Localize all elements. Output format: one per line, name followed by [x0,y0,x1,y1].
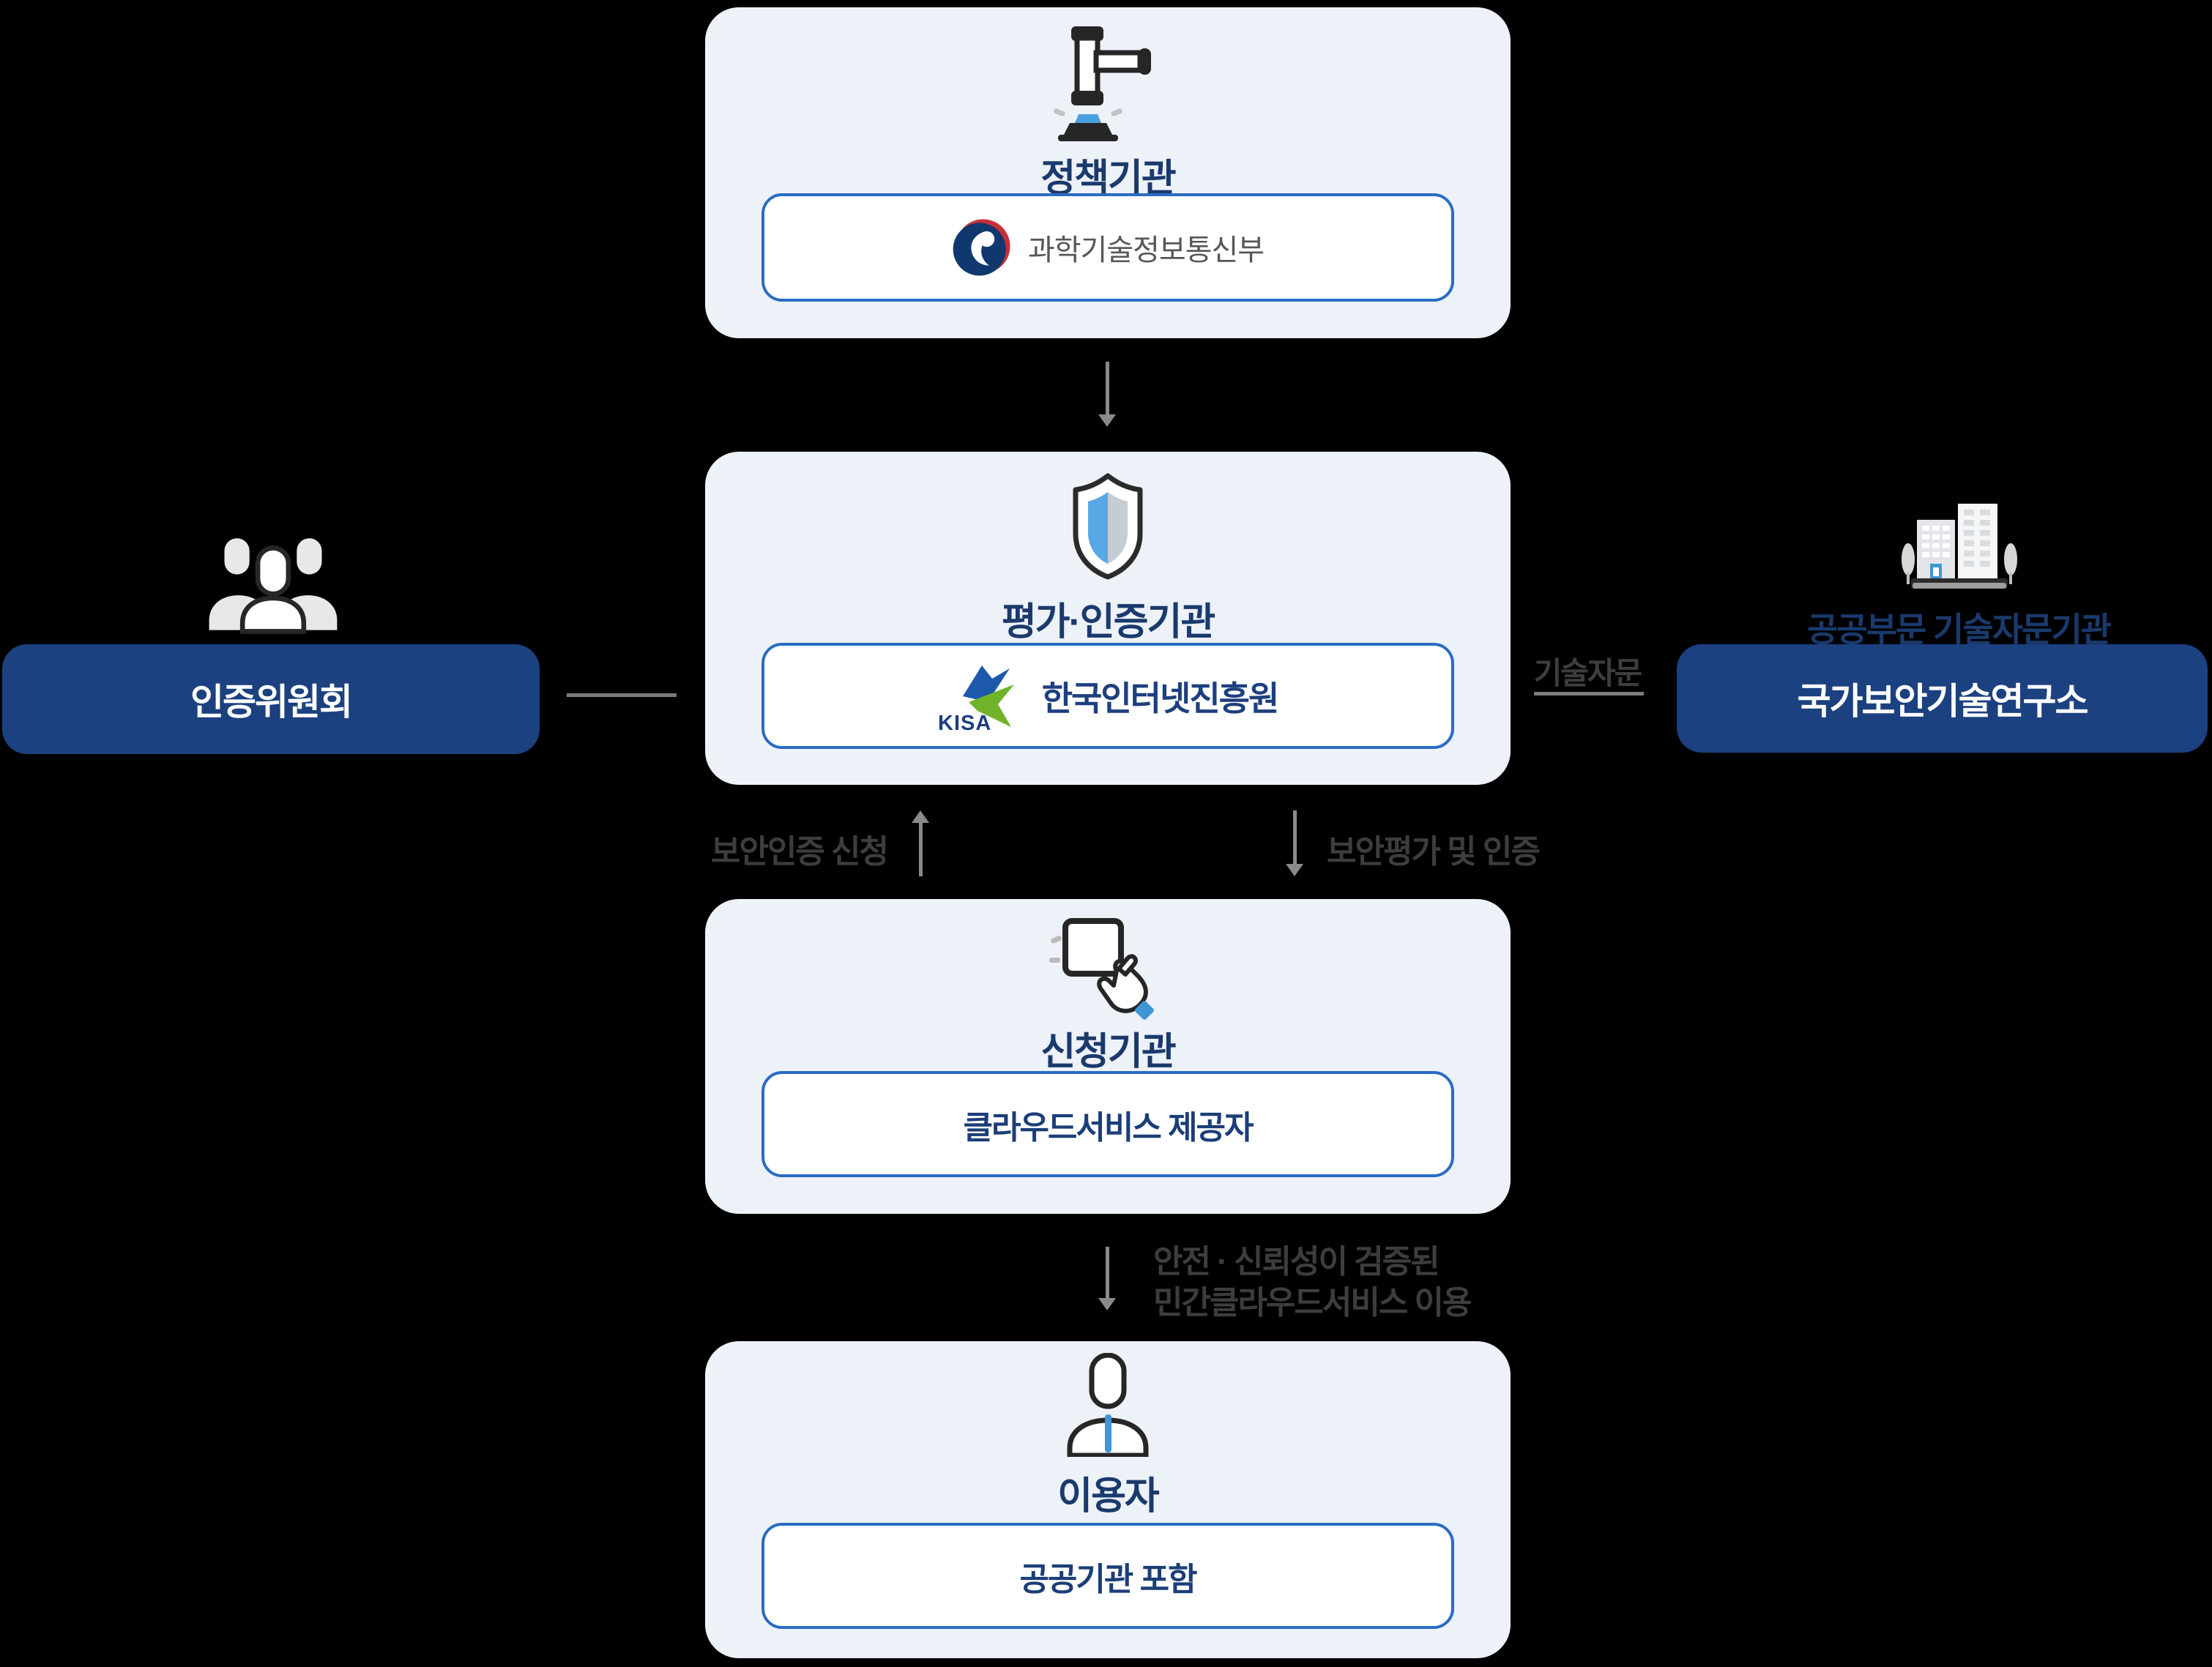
cert-title: 평가·인증기관 [1001,601,1215,644]
committee-pill: 인증위원회 [2,644,540,754]
cert-org-name: 한국인터넷진흥원 [1041,679,1280,717]
link-committee-to-cert [567,693,677,697]
applicant-title: 신청기관 [1040,1031,1176,1073]
advisory-pill: 국가보안기술연구소 [1677,644,2208,753]
advisory-org-name: 국가보안기술연구소 [1797,681,2089,722]
msit-logo-icon [952,217,1012,277]
arrow-assess-head [1286,864,1303,876]
arrow-policy-to-cert-head [1098,414,1116,427]
card-user: 이용자 공공기관 포함 [705,1341,1511,1658]
arrow-policy-to-cert [1106,362,1109,414]
policy-title: 정책기관 [1040,157,1176,200]
use-label-line1: 안전 · 신뢰성이 검증된 [1153,1244,1440,1280]
arrow-use-head [1098,1298,1116,1310]
policy-org-name: 과학기술정보통신부 [1027,234,1265,266]
card-policy-agency: 정책기관 과학기술정보통신부 [705,7,1511,338]
person-icon [1062,1352,1153,1458]
apply-label: 보안인증 신청 [710,834,889,870]
user-org-name: 공공기관 포함 [1019,1561,1197,1597]
kisa-mark-text: KISA [938,712,991,734]
arrow-apply [919,822,923,876]
tap-click-icon [1049,914,1166,1025]
arrow-assess [1293,810,1297,864]
use-label: 안전 · 신뢰성이 검증된 민간클라우드서비스 이용 [1153,1242,1472,1324]
buildings-underline [1913,583,2006,589]
user-title: 이용자 [1057,1475,1160,1518]
applicant-org-box: 클라우드서비스 제공자 [761,1071,1454,1177]
cert-org-box: KISA 한국인터넷진흥원 [761,643,1454,749]
kisa-logo-icon: KISA [938,658,1026,735]
assess-label: 보안평가 및 인증 [1327,834,1541,870]
use-label-line2: 민간클라우드서비스 이용 [1153,1285,1472,1321]
card-applicant-agency: 신청기관 클라우드서비스 제공자 [705,899,1511,1214]
user-org-box: 공공기관 포함 [761,1523,1454,1629]
policy-org-box: 과학기술정보통신부 [761,193,1454,302]
gavel-icon [1049,23,1166,142]
advisory-label: 공공부문 기술자문기관 [1807,611,2112,649]
applicant-org-name: 클라우드서비스 제공자 [963,1109,1254,1146]
buildings-icon [1899,501,2019,590]
arrow-apply-head [912,810,929,823]
relation-label: 기술자문 [1533,656,1643,690]
arrow-use [1106,1247,1109,1298]
shield-icon [1070,472,1146,581]
link-advisory-to-cert [1534,692,1644,695]
people-icon [204,532,343,634]
card-certification-agency: 평가·인증기관 KISA 한국인터넷진흥원 [705,452,1511,785]
committee-label: 인증위원회 [190,682,353,723]
